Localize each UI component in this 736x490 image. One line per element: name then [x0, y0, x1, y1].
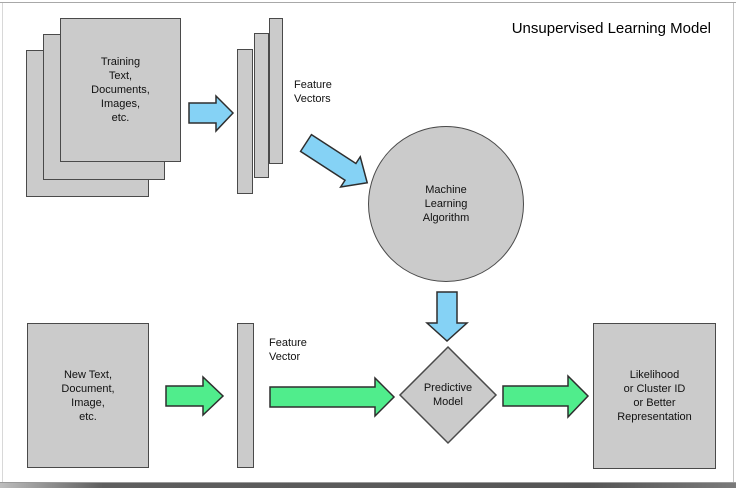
- frame-top-border: [0, 2, 736, 3]
- diagram-title: Unsupervised Learning Model: [511, 20, 711, 37]
- feature-vector-bar-back: [269, 18, 283, 164]
- ml-algorithm-circle: [368, 126, 524, 282]
- blue-arrow-training-to-features: [188, 94, 235, 133]
- green-arrow-model-to-output: [502, 374, 590, 419]
- training-doc-front-sheet: [60, 18, 181, 162]
- feature-vector-bar-front: [237, 49, 253, 194]
- frame-right-border: [733, 3, 734, 482]
- green-arrow-vector-to-model: [269, 376, 396, 418]
- predictive-model-label: Predictive Model: [423, 382, 473, 408]
- output-label: Likelihood or Cluster ID or Better Repre…: [617, 369, 692, 423]
- frame-bottom-edge: [0, 482, 736, 488]
- feature-vector-label: Feature Vector: [269, 337, 307, 363]
- training-docs-label: Training Text, Documents, Images, etc.: [91, 56, 150, 124]
- blue-arrow-algorithm-to-model: [425, 291, 469, 343]
- output-rect: [593, 323, 716, 469]
- new-doc-label: New Text, Document, Image, etc.: [61, 368, 115, 423]
- blue-arrow-features-to-algorithm: [299, 133, 369, 188]
- feature-vectors-label: Feature Vectors: [294, 79, 332, 105]
- ml-algorithm-label: Machine Learning Algorithm: [422, 184, 470, 224]
- feature-vector-bar-middle: [254, 33, 269, 178]
- new-doc-rect: [27, 323, 149, 468]
- green-arrow-newdoc-to-vector: [165, 375, 225, 417]
- feature-vector-single-bar: [237, 323, 254, 468]
- frame-left-border: [2, 3, 3, 482]
- predictive-model-diamond: [398, 345, 498, 445]
